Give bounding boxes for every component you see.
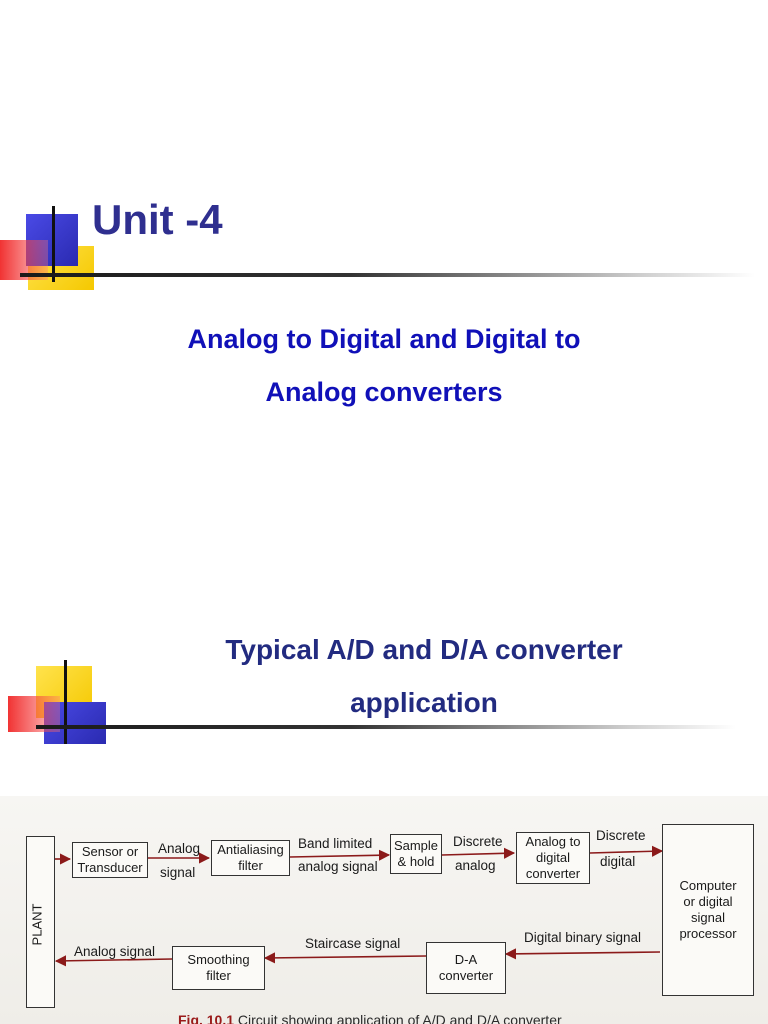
arrow-sample-to-adc bbox=[441, 847, 516, 859]
sample-hold-box: Sample& hold bbox=[390, 834, 442, 874]
arrow-smoothing-to-plant bbox=[54, 955, 173, 967]
arrow-computer-to-dac bbox=[504, 948, 661, 960]
staircase-label: Staircase signal bbox=[305, 936, 401, 951]
adc-label-2: digital bbox=[536, 850, 570, 865]
plant-label: PLANT bbox=[29, 903, 45, 946]
dac-label-2: converter bbox=[438, 968, 494, 983]
discrete-analog-label-1: Discrete bbox=[453, 834, 503, 849]
heading-line-2: application bbox=[350, 687, 498, 718]
adc-label-3: converter bbox=[525, 866, 581, 881]
smoothing-label-1: Smoothing bbox=[187, 952, 250, 967]
subtitle-line-1: Analog to Digital and Digital to bbox=[187, 324, 581, 354]
computer-label-4: processor bbox=[679, 926, 737, 941]
caption-fig-number: Fig. 10.1 bbox=[178, 1012, 235, 1024]
antialiasing-label-2: filter bbox=[238, 858, 263, 873]
heading-line-1: Typical A/D and D/A converter bbox=[225, 634, 623, 665]
computer-label-1: Computer bbox=[679, 878, 737, 893]
sample-hold-label-2: & hold bbox=[397, 854, 435, 869]
title-underline bbox=[20, 273, 755, 277]
analog-signal-top-label-1: Analog bbox=[158, 841, 201, 856]
analog-signal-top-label-2: signal bbox=[160, 865, 196, 880]
arrow-filter-to-sample bbox=[289, 849, 391, 861]
sensor-label-1: Sensor or bbox=[81, 844, 139, 859]
computer-label-2: or digital bbox=[683, 894, 733, 909]
caption-text: Circuit showing application of A/D and D… bbox=[237, 1012, 562, 1024]
computer-label-3: signal bbox=[691, 910, 725, 925]
vertical-rule bbox=[52, 206, 55, 282]
sample-hold-label-1: Sample bbox=[393, 838, 439, 853]
band-limited-label-2: analog signal bbox=[298, 859, 378, 874]
digital-binary-label: Digital binary signal bbox=[524, 930, 642, 945]
connector-arrows bbox=[54, 845, 664, 967]
analog-signal-bottom-label: Analog signal bbox=[74, 944, 156, 959]
smoothing-label-2: filter bbox=[206, 968, 231, 983]
discrete-digital-label-2: digital bbox=[600, 854, 636, 869]
plant-box bbox=[26, 836, 55, 1008]
sensor-label-2: Transducer bbox=[77, 860, 143, 875]
arrow-dac-to-smoothing bbox=[263, 952, 427, 964]
slide-title: Unit -4 bbox=[92, 196, 223, 243]
discrete-digital-label-1: Discrete bbox=[596, 828, 646, 843]
figure-caption: Fig. 10.1 Circuit showing application of… bbox=[178, 1012, 562, 1024]
subtitle-line-2: Analog converters bbox=[265, 377, 503, 407]
vertical-rule bbox=[64, 660, 67, 744]
band-limited-label-1: Band limited bbox=[298, 836, 373, 851]
heading-underline bbox=[36, 725, 736, 729]
discrete-analog-label-2: analog bbox=[455, 858, 496, 873]
slide-1: Unit -4 Analog to Digital and Digital to… bbox=[0, 196, 755, 407]
dac-label-1: D-A bbox=[454, 952, 478, 967]
adc-label-1: Analog to bbox=[525, 834, 581, 849]
arrow-adc-to-computer bbox=[589, 845, 664, 857]
slide-2: Typical A/D and D/A converter applicatio… bbox=[0, 512, 768, 1024]
antialiasing-label-1: Antialiasing bbox=[217, 842, 284, 857]
